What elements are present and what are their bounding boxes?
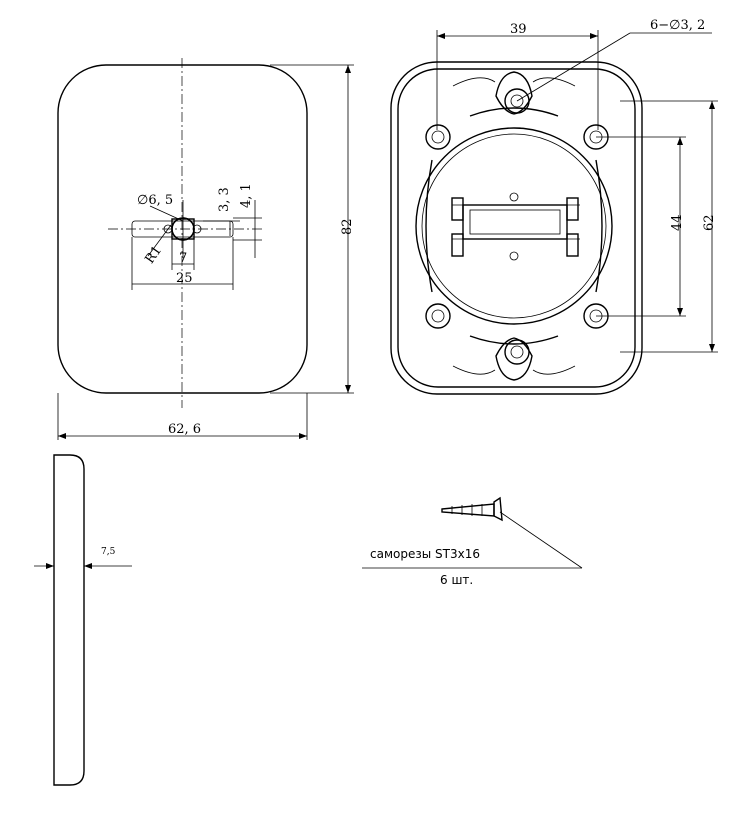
keyhole-diameter-label: ∅6, 5 (137, 193, 173, 208)
fastener-callout: саморезы ST3x16 6 шт. (362, 496, 583, 587)
back-inner-height-label: 44 (670, 214, 685, 231)
center-bracket (451, 192, 580, 261)
front-overall-dimensions: 62, 6 82 (57, 64, 355, 440)
back-outer-height-label: 62 (702, 214, 717, 231)
back-inner-outline (397, 68, 636, 388)
keyhole-gap-label: 7 (179, 251, 187, 266)
side-profile-outline (53, 454, 85, 786)
keyhole-offset-b-label: 4, 1 (239, 183, 254, 208)
back-holes-label: 6−∅3, 2 (650, 18, 705, 33)
back-mount-ring (415, 127, 613, 325)
screw-hole (425, 124, 451, 150)
fastener-quantity: 6 шт. (440, 573, 473, 587)
front-height-label: 82 (340, 218, 355, 235)
keyhole-length-label: 25 (176, 271, 193, 286)
screw-hole (504, 88, 530, 114)
side-thickness-label: 7,5 (101, 547, 116, 557)
back-dimensions: 39 6−∅3, 2 44 62 (436, 18, 718, 353)
front-view: 25 7 R1 ∅6, 5 3, 3 4, 1 62, 6 (57, 58, 355, 440)
screw-icon (441, 496, 503, 522)
front-width-label: 62, 6 (168, 422, 201, 437)
back-top-width-label: 39 (510, 22, 527, 37)
fastener-name: саморезы ST3x16 (370, 547, 480, 561)
back-outer-outline (390, 61, 643, 395)
front-plate-outline (57, 64, 308, 394)
side-view: 7,5 (34, 454, 132, 786)
keyhole-dimensions: 25 7 R1 ∅6, 5 3, 3 4, 1 (131, 183, 262, 290)
keyhole-radius-label: R1 (142, 243, 165, 266)
screw-hole (425, 303, 451, 329)
screw-hole (504, 339, 530, 365)
back-view: 39 6−∅3, 2 44 62 (390, 18, 718, 395)
keyhole-offset-a-label: 3, 3 (217, 187, 232, 212)
